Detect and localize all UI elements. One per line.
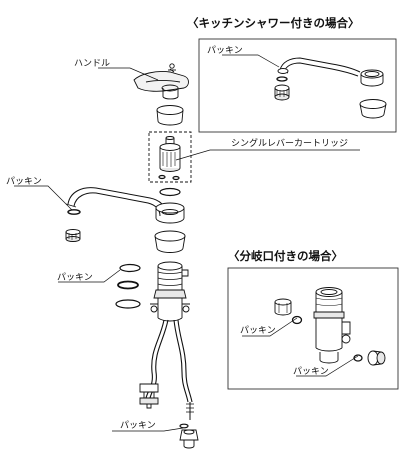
bottom-packing-label: パッキン <box>120 421 156 431</box>
branch-packing-left-label: パッキン <box>240 326 276 336</box>
spout-packing-ring <box>67 209 81 215</box>
branch-packing-right-label: パッキン <box>293 367 329 377</box>
escutcheon-ring <box>154 230 186 253</box>
leader-spout-packing <box>14 185 73 211</box>
handle-set-screw <box>168 63 176 73</box>
cartridge-o-ring <box>159 187 181 197</box>
inset-packing-ring <box>276 76 288 82</box>
inset-base-ring <box>359 99 387 119</box>
spout-pipe <box>65 187 167 217</box>
inset-branch-valve-body <box>313 287 351 364</box>
leader-branch-packing-left <box>242 317 298 337</box>
handle-lever <box>133 71 189 100</box>
cartridge-label: シングルレバーカートリッジ <box>231 139 349 149</box>
leader-branch-packing-right <box>296 355 359 377</box>
supply-hoses <box>145 319 194 420</box>
leader-bottom-packing <box>112 427 184 432</box>
leader-cartridge <box>175 149 360 161</box>
inset-branch-cap <box>367 350 386 366</box>
kitchen-shower-inset-title: 〈キッチンシャワー付きの場合〉 <box>187 16 360 30</box>
left-hose-fitting <box>139 383 159 409</box>
leader-lines <box>14 54 360 432</box>
cartridge-dashed-box <box>148 131 192 183</box>
kitchen-shower-packing-label: パッキン <box>207 46 243 56</box>
bottom-fitting-packing <box>179 423 199 449</box>
inset-shower-spout <box>277 57 361 77</box>
branch-outlet-inset-frame <box>227 267 399 390</box>
body-packing-label: パッキン <box>57 273 93 283</box>
inset-mount-ring <box>360 69 384 87</box>
handle-label: ハンドル <box>74 59 111 69</box>
kitchen-shower-inset-frame <box>198 38 397 133</box>
leader-inset-packing <box>222 54 280 68</box>
spout-packing-label: パッキン <box>6 177 42 187</box>
leader-handle <box>98 67 159 81</box>
inset-branch-packing-right-ring <box>353 354 363 362</box>
inset-shower-head <box>274 84 290 101</box>
spout-aerator <box>65 229 81 242</box>
inset-branch-packing-left-ring <box>291 315 303 325</box>
valve-body <box>150 261 190 322</box>
handle-cap-ring <box>156 105 184 126</box>
single-lever-cartridge <box>158 136 181 181</box>
body-packing-rings <box>115 263 141 309</box>
branch-outlet-inset-title: 〈分岐口付きの場合〉 <box>228 249 343 263</box>
leader-body-packing <box>58 269 121 283</box>
inset-branch-nut <box>274 298 292 316</box>
spout-collar <box>155 202 185 224</box>
